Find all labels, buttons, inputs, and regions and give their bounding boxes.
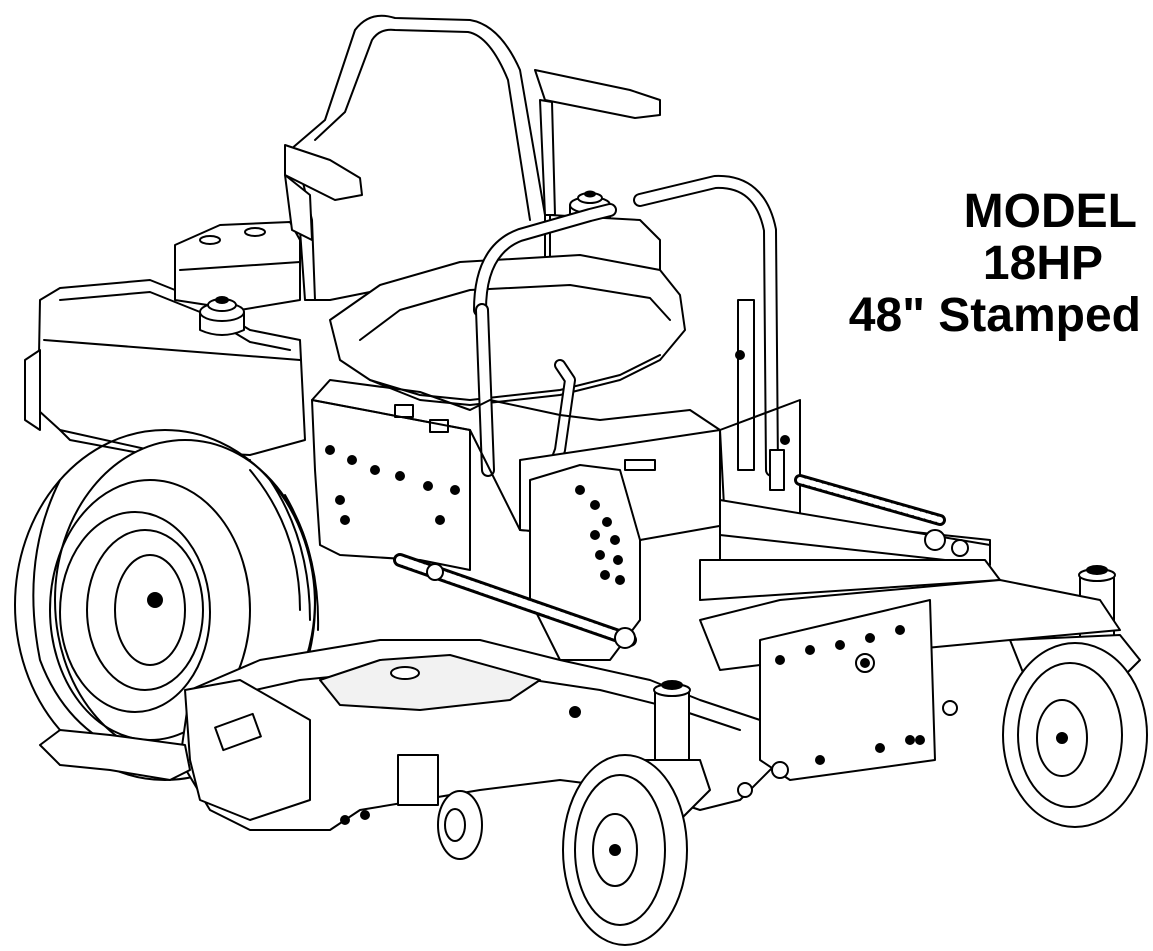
fuel-cap-left [199, 296, 245, 336]
front-caster-center [562, 680, 711, 946]
chassis-side-left [311, 399, 471, 571]
seat-cushion [329, 254, 686, 406]
anti-scalp-roller [397, 754, 483, 860]
armrest-right [534, 69, 661, 216]
model-title: MODEL [963, 185, 1137, 238]
discharge-chute [39, 679, 311, 821]
model-label: MODEL 18HP 48" Stamped [781, 186, 1141, 342]
lift-rod-spring [393, 553, 637, 649]
armrest-left [284, 144, 363, 241]
model-deck-size: 48" Stamped [848, 289, 1141, 342]
engine-housing [174, 221, 301, 311]
seat-back [289, 14, 546, 301]
model-horsepower: 18HP [982, 237, 1103, 290]
front-bumper [699, 579, 1121, 781]
spring-right [794, 474, 969, 557]
misc-bolts [340, 350, 958, 825]
roll-bar [633, 174, 785, 491]
control-lever-left [473, 203, 617, 477]
